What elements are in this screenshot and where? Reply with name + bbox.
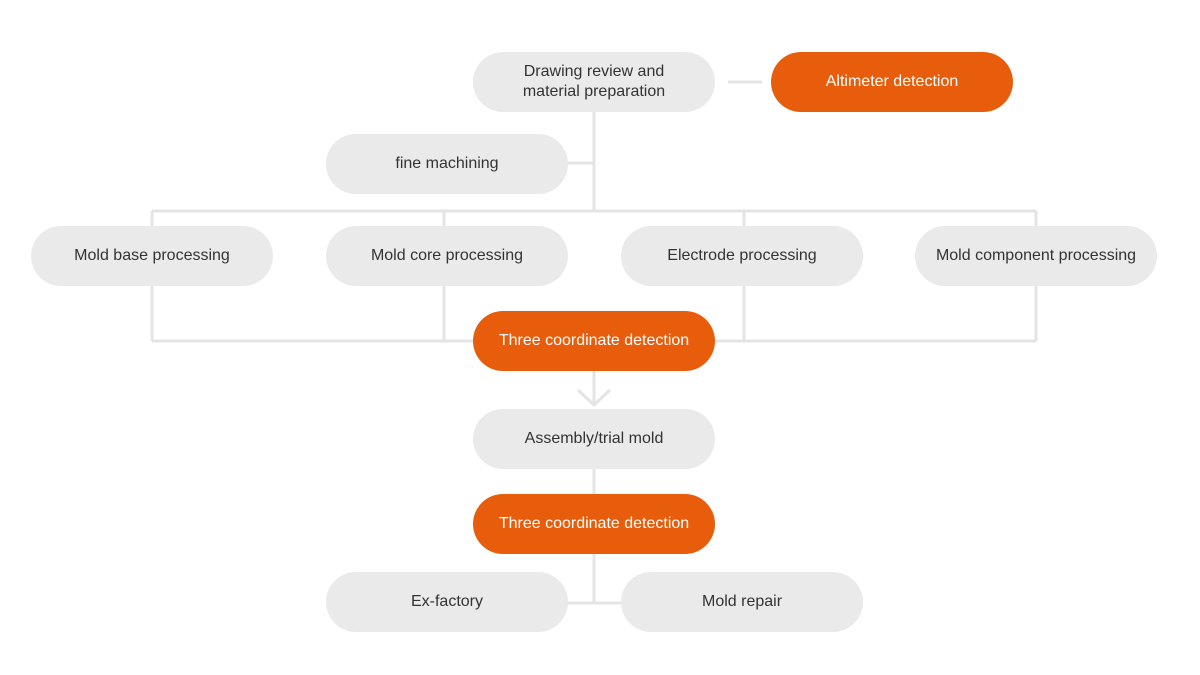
node-label: Mold component processing	[935, 247, 1137, 264]
node-mold-component-processing: Mold component processing	[915, 226, 1157, 286]
node-label: Assembly/trial mold	[524, 430, 664, 447]
node-label: Ex-factory	[410, 593, 483, 610]
node-label: Mold base processing	[74, 247, 230, 264]
arrow-head	[576, 388, 612, 408]
node-fine-machining: fine machining	[326, 134, 568, 194]
node-altimeter-detection: Altimeter detection	[771, 52, 1013, 112]
node-drawing-review: Drawing review and material preparation	[473, 52, 715, 112]
node-label: Three coordinate detection	[498, 332, 690, 349]
node-mold-core-processing: Mold core processing	[326, 226, 568, 286]
node-assembly-trial-mold: Assembly/trial mold	[473, 409, 715, 469]
node-three-coordinate-detection-1: Three coordinate detection	[473, 311, 715, 371]
node-mold-base-processing: Mold base processing	[31, 226, 273, 286]
node-label: fine machining	[395, 155, 499, 172]
node-mold-repair: Mold repair	[621, 572, 863, 632]
node-label: Mold core processing	[370, 247, 524, 264]
node-label: Three coordinate detection	[498, 515, 690, 532]
node-label: Altimeter detection	[825, 73, 959, 90]
node-ex-factory: Ex-factory	[326, 572, 568, 632]
node-label: Mold repair	[701, 593, 783, 610]
node-electrode-processing: Electrode processing	[621, 226, 863, 286]
node-label: Drawing review and material preparation	[522, 63, 666, 100]
node-label: Electrode processing	[667, 247, 817, 264]
node-three-coordinate-detection-2: Three coordinate detection	[473, 494, 715, 554]
